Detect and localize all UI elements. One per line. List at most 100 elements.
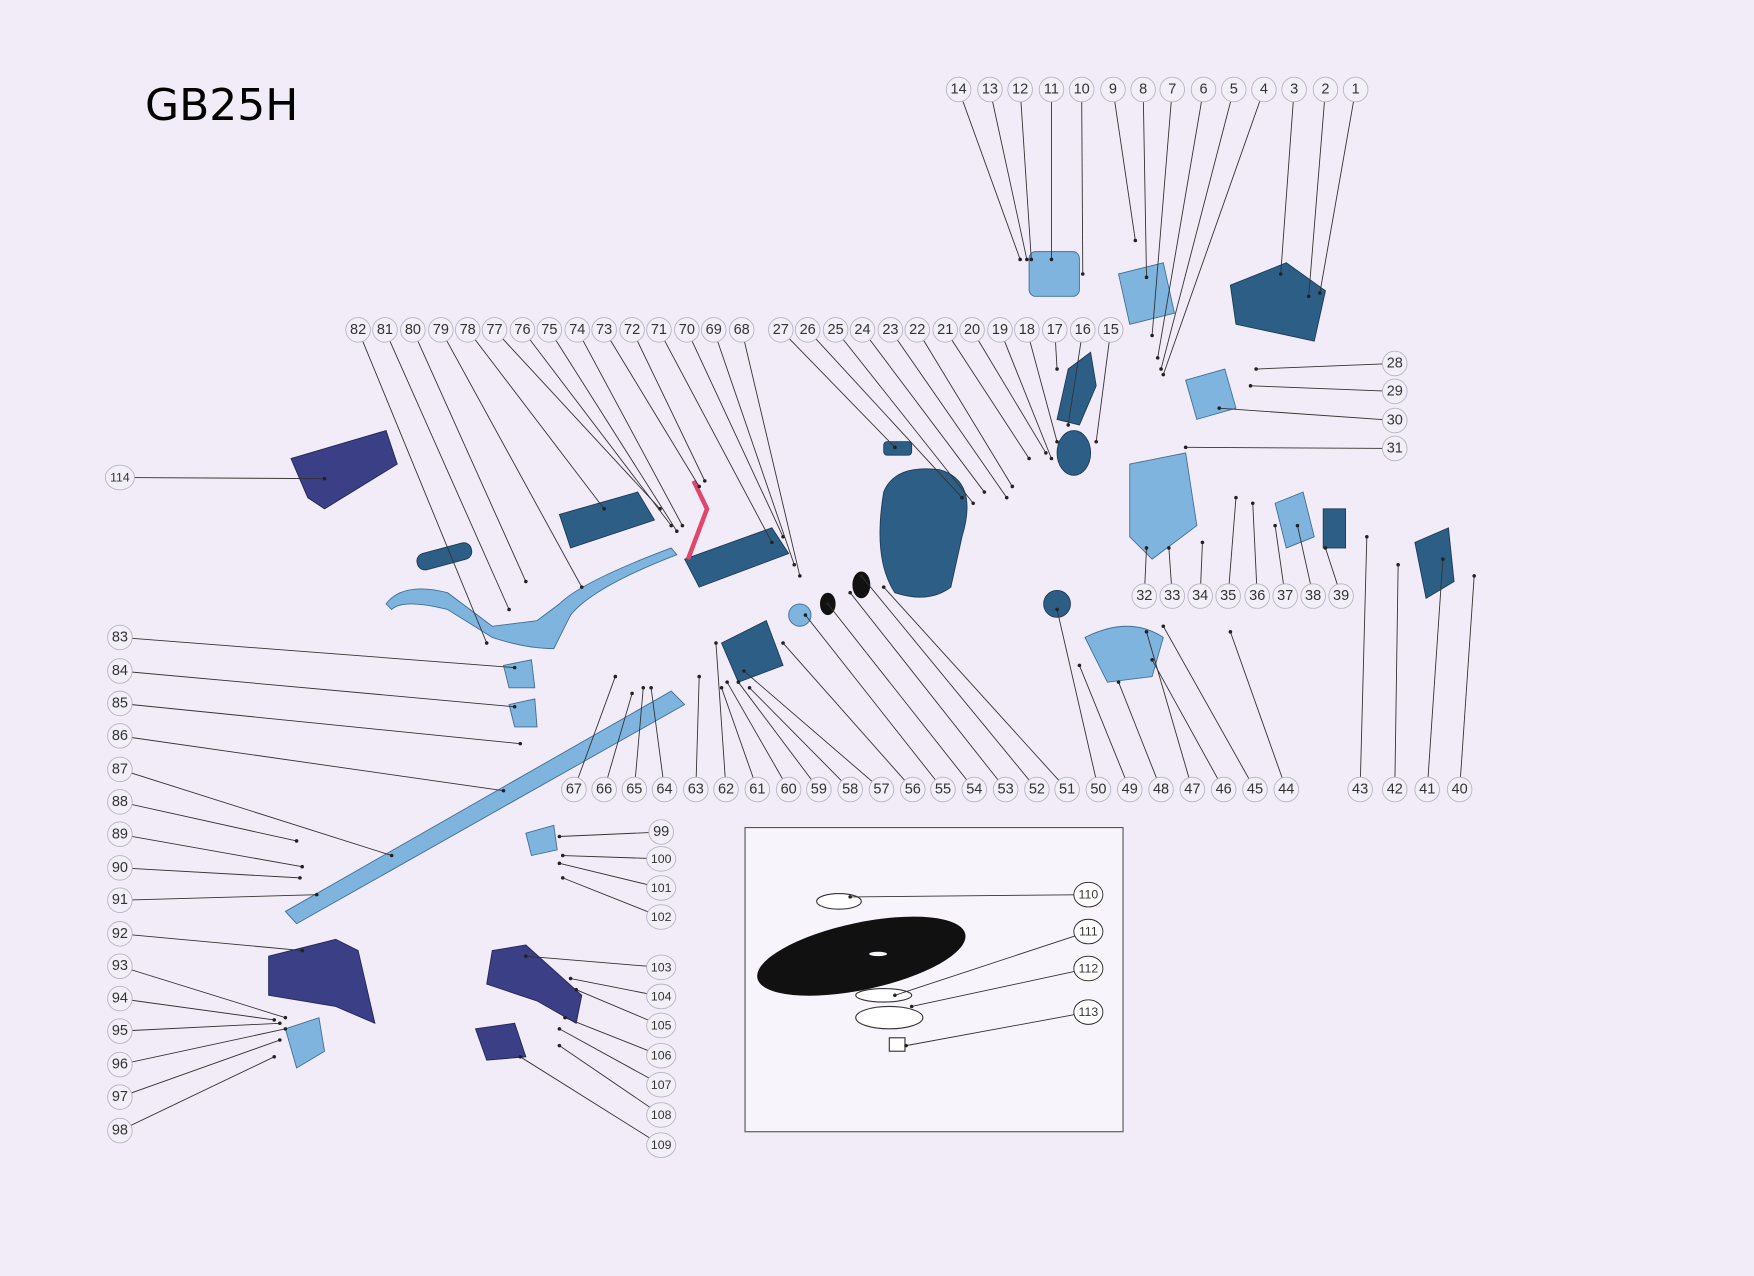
leader-dot-96 [283,1027,288,1031]
leader-dot-16 [1066,423,1071,427]
callout-number: 69 [706,322,722,338]
callout-circle [1024,776,1050,803]
callout-number: 63 [688,782,704,798]
leader-dot-109 [518,1055,523,1059]
callout-circle [1342,76,1369,103]
leader-line-96 [119,1028,286,1066]
leader-dot-10 [1080,272,1085,276]
callout-number: 107 [651,1078,672,1092]
part-callout-23: 23 [877,317,904,343]
callout-number: 103 [651,960,672,974]
part-callout-64: 64 [651,776,678,803]
leader-dot-15 [1094,439,1098,444]
callout-circle [646,1072,677,1098]
part-callout-98: 98 [107,1117,133,1144]
leader-line-104 [570,978,662,997]
callout-number: 24 [854,322,870,338]
part-callout-35: 35 [1215,583,1241,609]
callout-circle [454,317,481,343]
leader-line-41 [1426,559,1444,790]
part-callout-91: 91 [107,887,133,913]
leader-dot-40 [1472,574,1476,578]
callout-circle [646,904,677,930]
leader-line-6 [1157,89,1204,358]
leader-line-95 [119,1022,280,1032]
flywheel [1056,430,1092,476]
leader-line-1 [1319,89,1357,294]
leader-dot-69 [792,562,797,567]
part-callout-111: 111 [1073,918,1104,945]
callout-circle [400,317,426,343]
leader-dot-80 [524,579,528,584]
callout-circle [1414,776,1440,803]
callout-number: 56 [905,782,921,798]
leader-dot-93 [283,1015,288,1020]
callout-circle [1215,583,1241,609]
starter-handle [883,441,913,456]
leader-line-3 [1280,89,1295,275]
callout-number: 14 [951,81,967,97]
part-callout-112: 112 [1073,955,1104,982]
part-callout-93: 93 [107,953,133,979]
callout-number: 83 [112,629,128,645]
leader-dot-61 [719,685,724,690]
callout-circle [107,985,133,1012]
leader-dot-18 [1055,439,1059,444]
leader-dot-30 [1217,406,1221,410]
callout-circle [646,954,677,981]
callout-number: 41 [1419,782,1435,798]
callout-number: 18 [1019,322,1035,338]
callout-number: 50 [1090,782,1106,798]
callout-circle [107,1117,133,1144]
leader-line-58 [749,687,851,790]
leader-dot-23 [1004,495,1009,500]
leader-dot-53 [848,590,852,595]
callout-number: 100 [651,852,672,866]
leader-dot-112 [909,1004,914,1009]
callout-number: 85 [112,695,128,711]
callout-circle [646,1102,677,1128]
parts-drawing [268,251,1455,1069]
callout-circle [107,658,133,684]
shaft-clamp-lower [508,698,538,728]
part-callout-19: 19 [987,317,1013,343]
part-callout-25: 25 [822,317,849,343]
part-callout-103: 103 [646,954,677,981]
leader-dot-91 [314,892,319,897]
part-callout-54: 54 [961,776,988,803]
part-callout-96: 96 [107,1051,133,1078]
part-callout-102: 102 [646,904,677,930]
callout-circle [1347,776,1373,803]
callout-number: 6 [1200,81,1208,97]
part-callout-1: 1 [1342,76,1369,103]
leader-line-9 [1112,89,1136,241]
callout-circle [107,953,133,979]
leader-line-77 [494,329,661,510]
leader-line-56 [782,642,914,790]
callout-number: 53 [998,782,1014,798]
callout-number: 29 [1387,383,1403,399]
part-callout-77: 77 [481,317,508,343]
callout-number: 33 [1164,588,1180,604]
part-callout-39: 39 [1328,583,1354,609]
callout-circle [107,624,133,651]
callout-circle [107,723,133,749]
crankcase [1129,452,1198,560]
part-callout-79: 79 [428,317,454,343]
part-callout-87: 87 [107,756,133,783]
callout-circle [1273,776,1300,803]
leader-dot-101 [557,861,562,866]
leader-line-4 [1162,89,1265,375]
air-filter-plate [1322,508,1347,549]
callout-number: 45 [1247,782,1263,798]
leader-dot-87 [389,853,394,858]
part-callout-37: 37 [1272,583,1298,609]
leader-line-28 [1256,363,1395,370]
callout-number: 104 [651,989,672,1003]
leader-line-108 [559,1045,662,1116]
leader-dot-29 [1248,384,1253,388]
leader-line-103 [525,955,662,968]
leader-dot-37 [1273,523,1277,528]
leader-dot-83 [512,665,517,670]
part-callout-114: 114 [104,464,135,491]
